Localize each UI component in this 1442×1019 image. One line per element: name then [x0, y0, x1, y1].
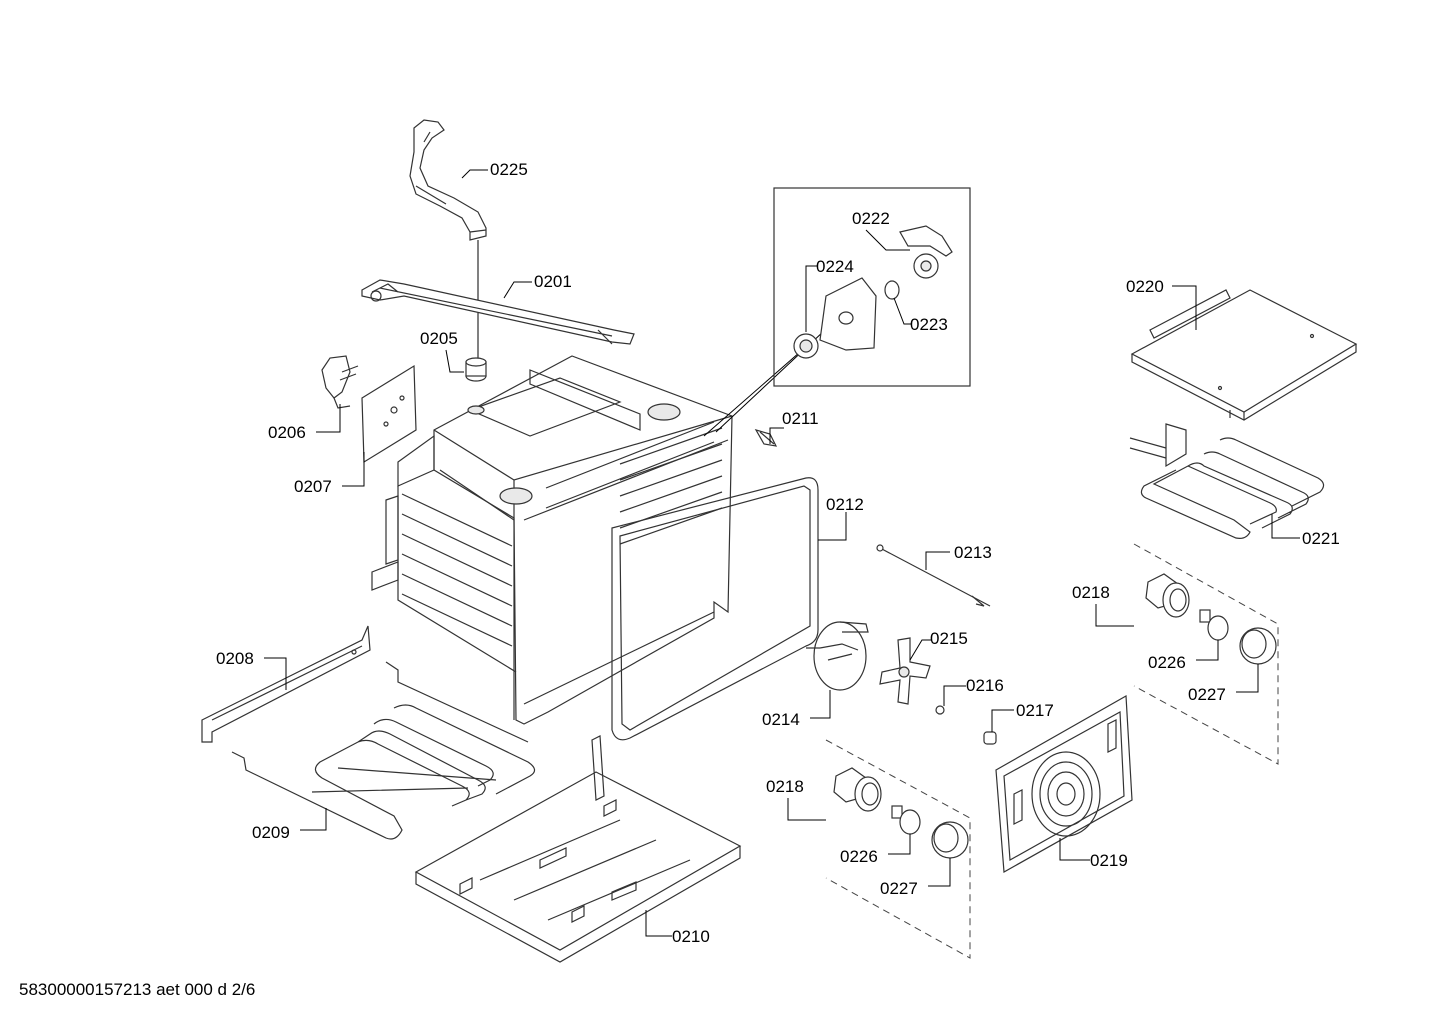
label-0205: 0205 — [420, 329, 458, 348]
label-0212: 0212 — [826, 495, 864, 514]
leader-0223 — [893, 297, 912, 325]
leader-0205 — [445, 349, 464, 373]
label-0219: 0219 — [1090, 851, 1128, 870]
leader-0208 — [264, 657, 287, 690]
part-0223-ring — [884, 280, 900, 300]
leader-0201 — [503, 281, 532, 299]
leader-0214 — [810, 690, 831, 719]
label-0222: 0222 — [852, 209, 890, 228]
label-0213: 0213 — [954, 543, 992, 562]
part-0224-gasket — [793, 277, 877, 359]
leader-0216 — [943, 685, 966, 706]
leader-0222 — [865, 229, 910, 251]
oven-cavity — [397, 355, 733, 725]
label-0216: 0216 — [966, 676, 1004, 695]
leader-inset-lower — [703, 351, 801, 437]
label-0207: 0207 — [294, 477, 332, 496]
label-0209: 0209 — [252, 823, 290, 842]
label-0214: 0214 — [762, 710, 800, 729]
part-0226-bulb-lower — [891, 805, 921, 835]
part-0209-lower-heater — [231, 661, 536, 840]
part-0201-rail — [361, 279, 635, 345]
part-0218-lamp-socket-lower — [833, 767, 882, 812]
part-0219-back-panel — [995, 695, 1133, 873]
leader-inset-upper — [715, 315, 841, 433]
label-0218-upper: 0218 — [1072, 583, 1110, 602]
leader-0210 — [645, 910, 672, 937]
leader-0209 — [300, 808, 327, 831]
leader-0215 — [909, 639, 932, 661]
part-0225-hose — [409, 119, 487, 241]
leader-0207 — [342, 452, 365, 487]
oven-rack-runners — [371, 427, 723, 647]
lamp-group-upper-box — [1133, 543, 1279, 765]
label-0224: 0224 — [816, 257, 854, 276]
part-0218-lamp-socket-upper — [1145, 573, 1190, 618]
leader-0224 — [805, 265, 818, 332]
part-0213-probe — [876, 544, 991, 607]
leader-0219 — [1059, 838, 1090, 861]
leader-0227-upper — [1236, 664, 1259, 693]
part-0210-floor-panel — [414, 735, 742, 963]
leader-0206 — [316, 404, 341, 433]
label-0208: 0208 — [216, 649, 254, 668]
part-0214-fan-heater — [806, 621, 869, 691]
part-0220-cover-plate — [1130, 289, 1358, 421]
inset-box — [773, 187, 971, 387]
part-0216-nut — [935, 705, 945, 715]
part-0207-plate — [361, 364, 417, 464]
part-0211-pin — [754, 429, 778, 447]
label-0206: 0206 — [268, 423, 306, 442]
leader-0226-lower — [888, 834, 911, 855]
label-0217: 0217 — [1016, 701, 1054, 720]
lamp-group-lower-box — [825, 739, 971, 959]
label-0210: 0210 — [672, 927, 710, 946]
part-0205-fitting — [465, 357, 487, 382]
part-0206-bracket — [321, 355, 359, 409]
label-0211: 0211 — [782, 409, 819, 428]
part-0221-upper-heater — [1129, 423, 1325, 539]
part-0227-lens-lower — [931, 821, 969, 859]
label-0223: 0223 — [910, 315, 948, 334]
part-0227-lens-upper — [1239, 627, 1277, 665]
part-0217-cap — [983, 731, 997, 745]
leader-0226-upper — [1196, 640, 1219, 661]
leader-0212 — [818, 512, 847, 541]
label-0218-lower: 0218 — [766, 777, 804, 796]
part-0215-fan-blade — [879, 637, 931, 705]
leader-0225 — [461, 169, 488, 179]
leader-0227-lower — [928, 858, 951, 887]
label-0227-lower: 0227 — [880, 879, 918, 898]
part-0212-door-gasket — [611, 477, 819, 741]
part-0222-thermostat — [899, 225, 953, 279]
label-0226-upper: 0226 — [1148, 653, 1186, 672]
leader-0217 — [991, 709, 1014, 732]
leader-0220 — [1172, 285, 1197, 330]
label-0220: 0220 — [1126, 277, 1164, 296]
label-0201: 0201 — [534, 272, 572, 291]
label-0226-lower: 0226 — [840, 847, 878, 866]
leader-0221 — [1271, 514, 1300, 539]
label-0227-upper: 0227 — [1188, 685, 1226, 704]
leader-0211 — [769, 427, 784, 444]
leader-0218-upper — [1095, 604, 1134, 627]
label-0221: 0221 — [1302, 529, 1340, 548]
leader-0218-lower — [787, 798, 826, 821]
leader-0213 — [925, 551, 950, 570]
part-0226-bulb-upper — [1199, 609, 1229, 641]
drawing-reference-footer: 58300000157213 aet 000 d 2/6 — [19, 980, 256, 999]
label-0215: 0215 — [930, 629, 968, 648]
label-0225: 0225 — [490, 160, 528, 179]
